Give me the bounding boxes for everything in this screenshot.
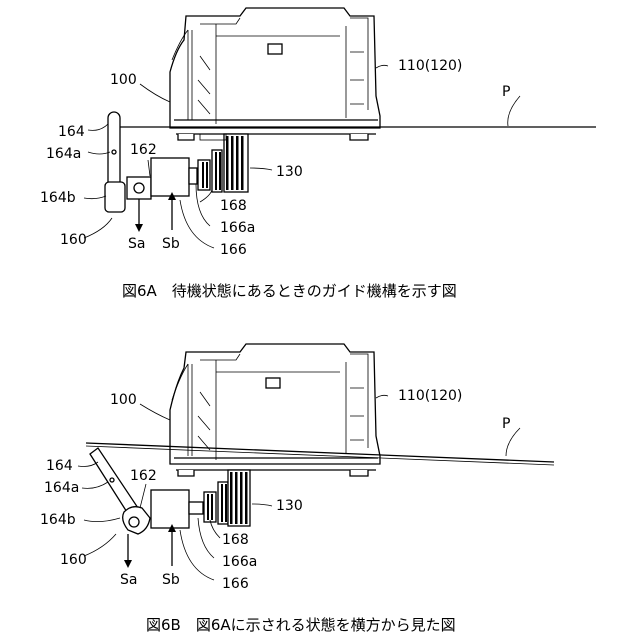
label-164a: 164a [46,146,81,162]
label-162: 162 [130,142,157,158]
label-162: 162 [130,468,157,484]
label-sb: Sb [162,572,180,588]
housing-110 [170,344,380,476]
label-164a: 164a [44,480,79,496]
label-166a: 166a [220,220,255,236]
guide-164 [90,448,150,534]
label-164: 164 [46,458,73,474]
stack-130 [204,470,250,526]
label-sa: Sa [120,572,137,588]
label-sb: Sb [162,236,180,252]
label-160: 160 [60,232,87,248]
label-164: 164 [58,124,85,140]
label-168: 168 [220,198,247,214]
label-130: 130 [276,498,303,514]
label-160: 160 [60,552,87,568]
stack-130 [198,134,248,192]
label-sa: Sa [128,236,145,252]
solenoid-166 [151,490,203,566]
figure-6b: 110(120) P 100 164 164a 162 164b 160 130… [40,344,554,634]
label-166a: 166a [222,554,257,570]
label-p: P [502,84,510,100]
paper-sheet [86,443,554,462]
label-166: 166 [220,242,247,258]
label-130: 130 [276,164,303,180]
label-100: 100 [110,392,137,408]
label-166: 166 [222,576,249,592]
label-110: 110(120) [398,58,462,74]
solenoid-166 [151,158,197,230]
label-164b: 164b [40,512,76,528]
figure-6a: 110(120) P 100 164 164a 162 164b 160 130… [40,8,596,300]
sensor-162 [127,177,151,228]
caption-6b: 図6B 図6Aに示される状態を横方から見た図 [146,616,456,634]
label-168: 168 [222,532,249,548]
label-110: 110(120) [398,388,462,404]
paper-sheet-edge [86,446,554,465]
label-100: 100 [110,72,137,88]
label-p: P [502,416,510,432]
caption-6a: 図6A 待機状態にあるときのガイド機構を示す図 [122,282,457,300]
leaders-6b [78,395,520,580]
housing-110 [170,8,380,140]
label-164b: 164b [40,190,76,206]
